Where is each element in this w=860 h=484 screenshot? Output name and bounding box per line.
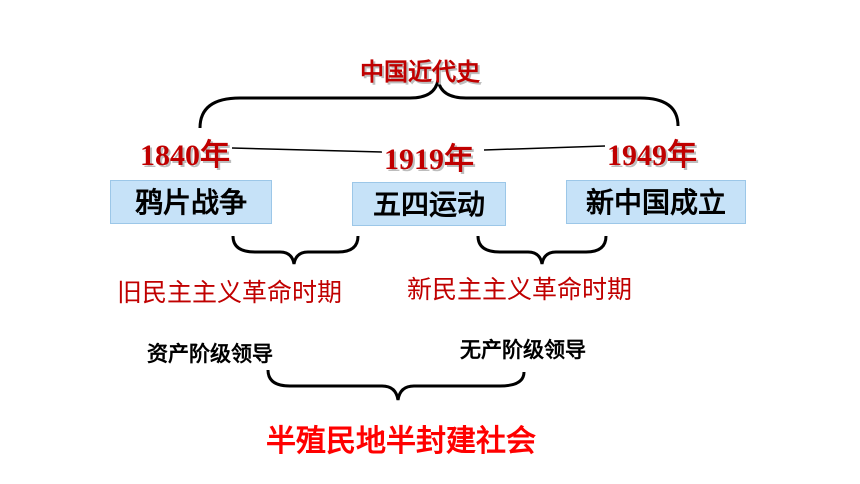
year-suffix: 年 (444, 142, 474, 177)
year-1949: 1949年 (607, 130, 697, 174)
leader-bourgeoisie: 资产阶级领导 (147, 342, 273, 366)
event-may-fourth: 五四运动 (352, 182, 506, 226)
event-opium-war: 鸦片战争 (110, 180, 272, 224)
year-number: 1919 (384, 143, 444, 176)
timeline-segment-1 (231, 147, 383, 153)
event-prc-founding: 新中国成立 (566, 180, 746, 224)
year-suffix: 年 (200, 138, 230, 173)
year-suffix: 年 (667, 138, 697, 173)
page-title: 中国近代史 (360, 58, 480, 86)
period-brace-old (231, 235, 360, 265)
leader-proletariat: 无产阶级领导 (460, 338, 586, 362)
year-1919: 1919年 (384, 134, 474, 178)
period-brace-new (476, 235, 608, 265)
period-new-democratic: 新民主主义革命时期 (407, 275, 633, 304)
timeline-segment-2 (483, 145, 606, 151)
year-number: 1840 (140, 139, 200, 172)
year-number: 1949 (607, 139, 667, 172)
period-old-democratic: 旧民主主义革命时期 (117, 278, 343, 307)
society-label: 半殖民地半封建社会 (266, 424, 536, 459)
society-brace (266, 369, 526, 401)
year-1840: 1840年 (140, 130, 230, 174)
top-brace (198, 79, 680, 129)
